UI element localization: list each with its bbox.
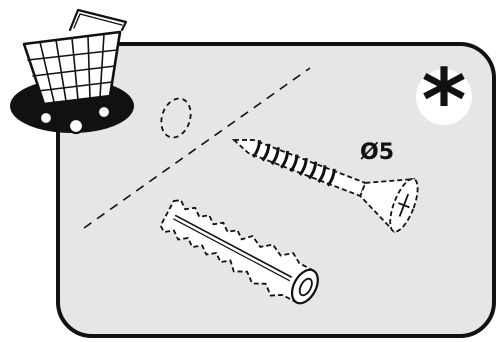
wall-plug-bore [298,277,313,297]
shopping-cart-icon [22,8,128,135]
shopping-cart-badge [10,8,134,135]
wall-surface-line [83,67,311,229]
drill-hole [160,97,192,139]
asterisk-icon: * [422,51,467,151]
wall-plug-slit [174,214,293,278]
wall-plug [159,199,319,305]
screw-diameter-label: Ø5 [360,140,394,165]
note-badge-circle [416,69,472,125]
screw [231,139,419,234]
phillips-cross-icon [397,193,410,217]
note-badge: * [416,51,472,151]
diagram-panel [56,42,496,338]
screw-threads [251,140,336,187]
wall-plug-slit-edge [173,218,291,282]
